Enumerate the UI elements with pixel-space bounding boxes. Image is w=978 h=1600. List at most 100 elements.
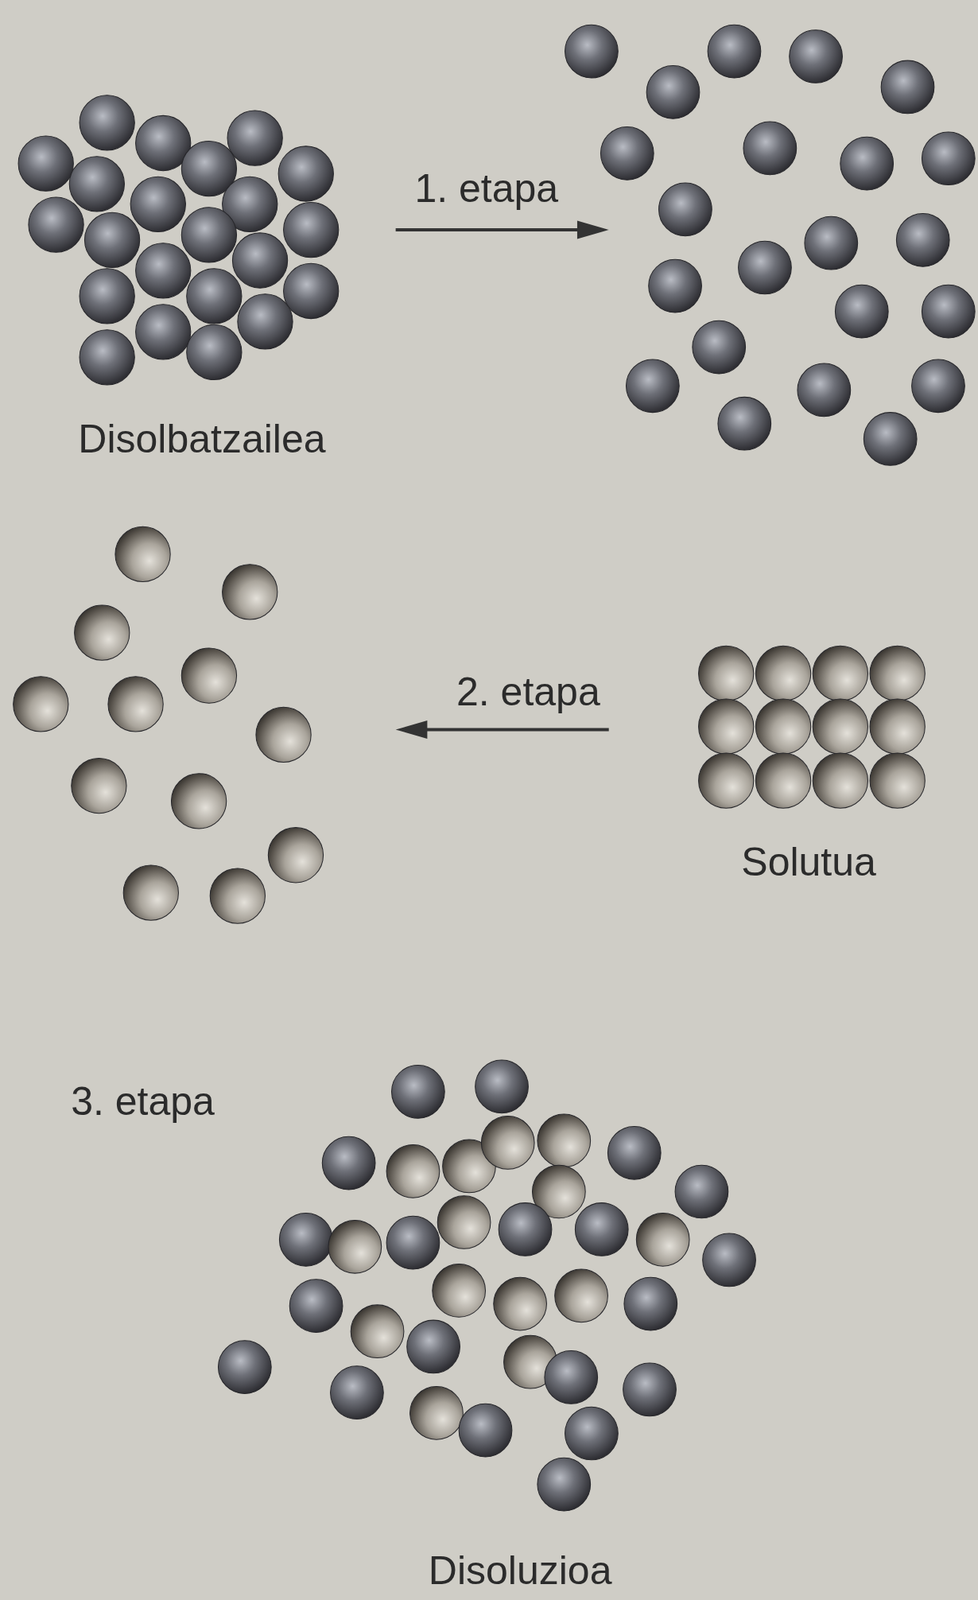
solute-particle	[410, 1385, 464, 1440]
solvent-particle	[707, 24, 761, 78]
solvent-particle	[289, 1279, 343, 1333]
solvent-particle	[607, 1125, 661, 1180]
solvent-particle	[227, 110, 283, 166]
solvent-particle	[475, 1059, 529, 1114]
solute-particle	[209, 868, 265, 924]
solvent-particle	[565, 24, 619, 78]
solvent-particle	[28, 197, 84, 253]
solvent-particle	[659, 182, 713, 237]
solvent-particle	[624, 1276, 678, 1331]
solvent-particle	[738, 240, 792, 295]
solvent-particle	[804, 216, 858, 270]
solute-particle	[481, 1116, 535, 1170]
solvent-particle	[537, 1457, 591, 1511]
solvent-particle	[237, 294, 293, 350]
solvent-particle	[648, 259, 703, 313]
solvent-particle	[623, 1362, 677, 1417]
solvent-particle	[18, 135, 74, 191]
process-arrow	[395, 720, 610, 739]
solute-particle	[755, 645, 811, 701]
solute-particle	[537, 1113, 591, 1168]
solvent-particle	[789, 30, 843, 84]
step-label: 3. etapa	[70, 1079, 215, 1124]
solvent-particle	[797, 363, 851, 417]
solute-particle	[437, 1195, 491, 1250]
solvent-particle	[186, 324, 242, 380]
solvent-particle	[79, 329, 135, 385]
solvent-particle	[692, 320, 746, 374]
solute-particle	[698, 645, 754, 701]
solute-particle	[698, 752, 754, 808]
solvent-particle	[330, 1366, 385, 1420]
solvent-particle	[135, 243, 191, 299]
solvent-particle	[498, 1203, 552, 1257]
process-arrow	[395, 220, 610, 239]
solvent-particle	[743, 121, 797, 175]
solute-particle	[812, 645, 868, 701]
solvent-particle	[717, 396, 772, 451]
solute-particle	[812, 698, 868, 754]
solute-particle	[222, 564, 278, 620]
solvent-particle	[130, 176, 186, 232]
solute-particle	[74, 605, 130, 660]
solute-particle	[256, 706, 311, 762]
solvent-particle	[600, 126, 654, 180]
solute-particle	[170, 773, 226, 829]
solvent-particle	[407, 1319, 461, 1374]
solvent-particle	[135, 304, 191, 360]
solute-particle	[350, 1304, 404, 1359]
solvent-particle	[69, 156, 125, 212]
solvent-particle	[626, 359, 680, 413]
solvent-particle	[279, 1212, 333, 1266]
solvent-particle	[840, 136, 894, 191]
solvent-particle	[896, 213, 950, 268]
solvent-particle	[646, 65, 700, 120]
step-label: 2. etapa	[456, 669, 601, 714]
solvent-particle	[574, 1203, 629, 1257]
solvent-particle	[834, 284, 889, 338]
solute-particle	[554, 1269, 609, 1323]
solvent-particle	[283, 201, 339, 257]
solvent-particle	[544, 1350, 598, 1405]
solvent-particle	[912, 359, 966, 413]
solute-particle	[328, 1219, 382, 1273]
solute-particle	[115, 526, 171, 582]
solvent-particle	[675, 1164, 729, 1219]
solvent-particle	[458, 1403, 513, 1457]
solute-particle	[108, 676, 163, 732]
solute-particle	[181, 648, 237, 703]
component-label: Solutua	[741, 839, 877, 884]
solvent-particle	[386, 1215, 440, 1270]
solvent-particle	[863, 412, 917, 466]
solute-particle	[869, 752, 925, 808]
solute-particle	[386, 1144, 440, 1199]
particle-group	[13, 24, 975, 1511]
solvent-particle	[391, 1064, 446, 1118]
solvent-particle	[921, 131, 975, 186]
solvent-particle	[79, 268, 135, 324]
solute-particle	[493, 1276, 548, 1331]
solute-particle	[812, 752, 868, 808]
solvent-particle	[565, 1406, 619, 1460]
solvent-particle	[79, 95, 135, 151]
component-label: Disoluzioa	[428, 1548, 613, 1593]
solute-particle	[71, 757, 127, 813]
solute-particle	[13, 676, 69, 732]
solvent-particle	[217, 1340, 272, 1394]
component-label: Disolbatzailea	[77, 416, 326, 461]
solvent-particle	[181, 207, 237, 263]
solvent-particle	[232, 232, 288, 288]
solvent-particle	[84, 212, 140, 268]
solvent-particle	[702, 1233, 757, 1287]
solute-particle	[869, 645, 925, 701]
solute-particle	[432, 1264, 486, 1318]
solvent-particle	[283, 263, 339, 319]
solvent-particle	[921, 284, 975, 338]
solute-particle	[267, 827, 323, 883]
solute-particle	[636, 1212, 690, 1266]
solute-particle	[869, 698, 925, 754]
solvent-particle	[322, 1136, 376, 1190]
solvent-particle	[278, 146, 334, 202]
solvent-particle	[880, 60, 935, 114]
